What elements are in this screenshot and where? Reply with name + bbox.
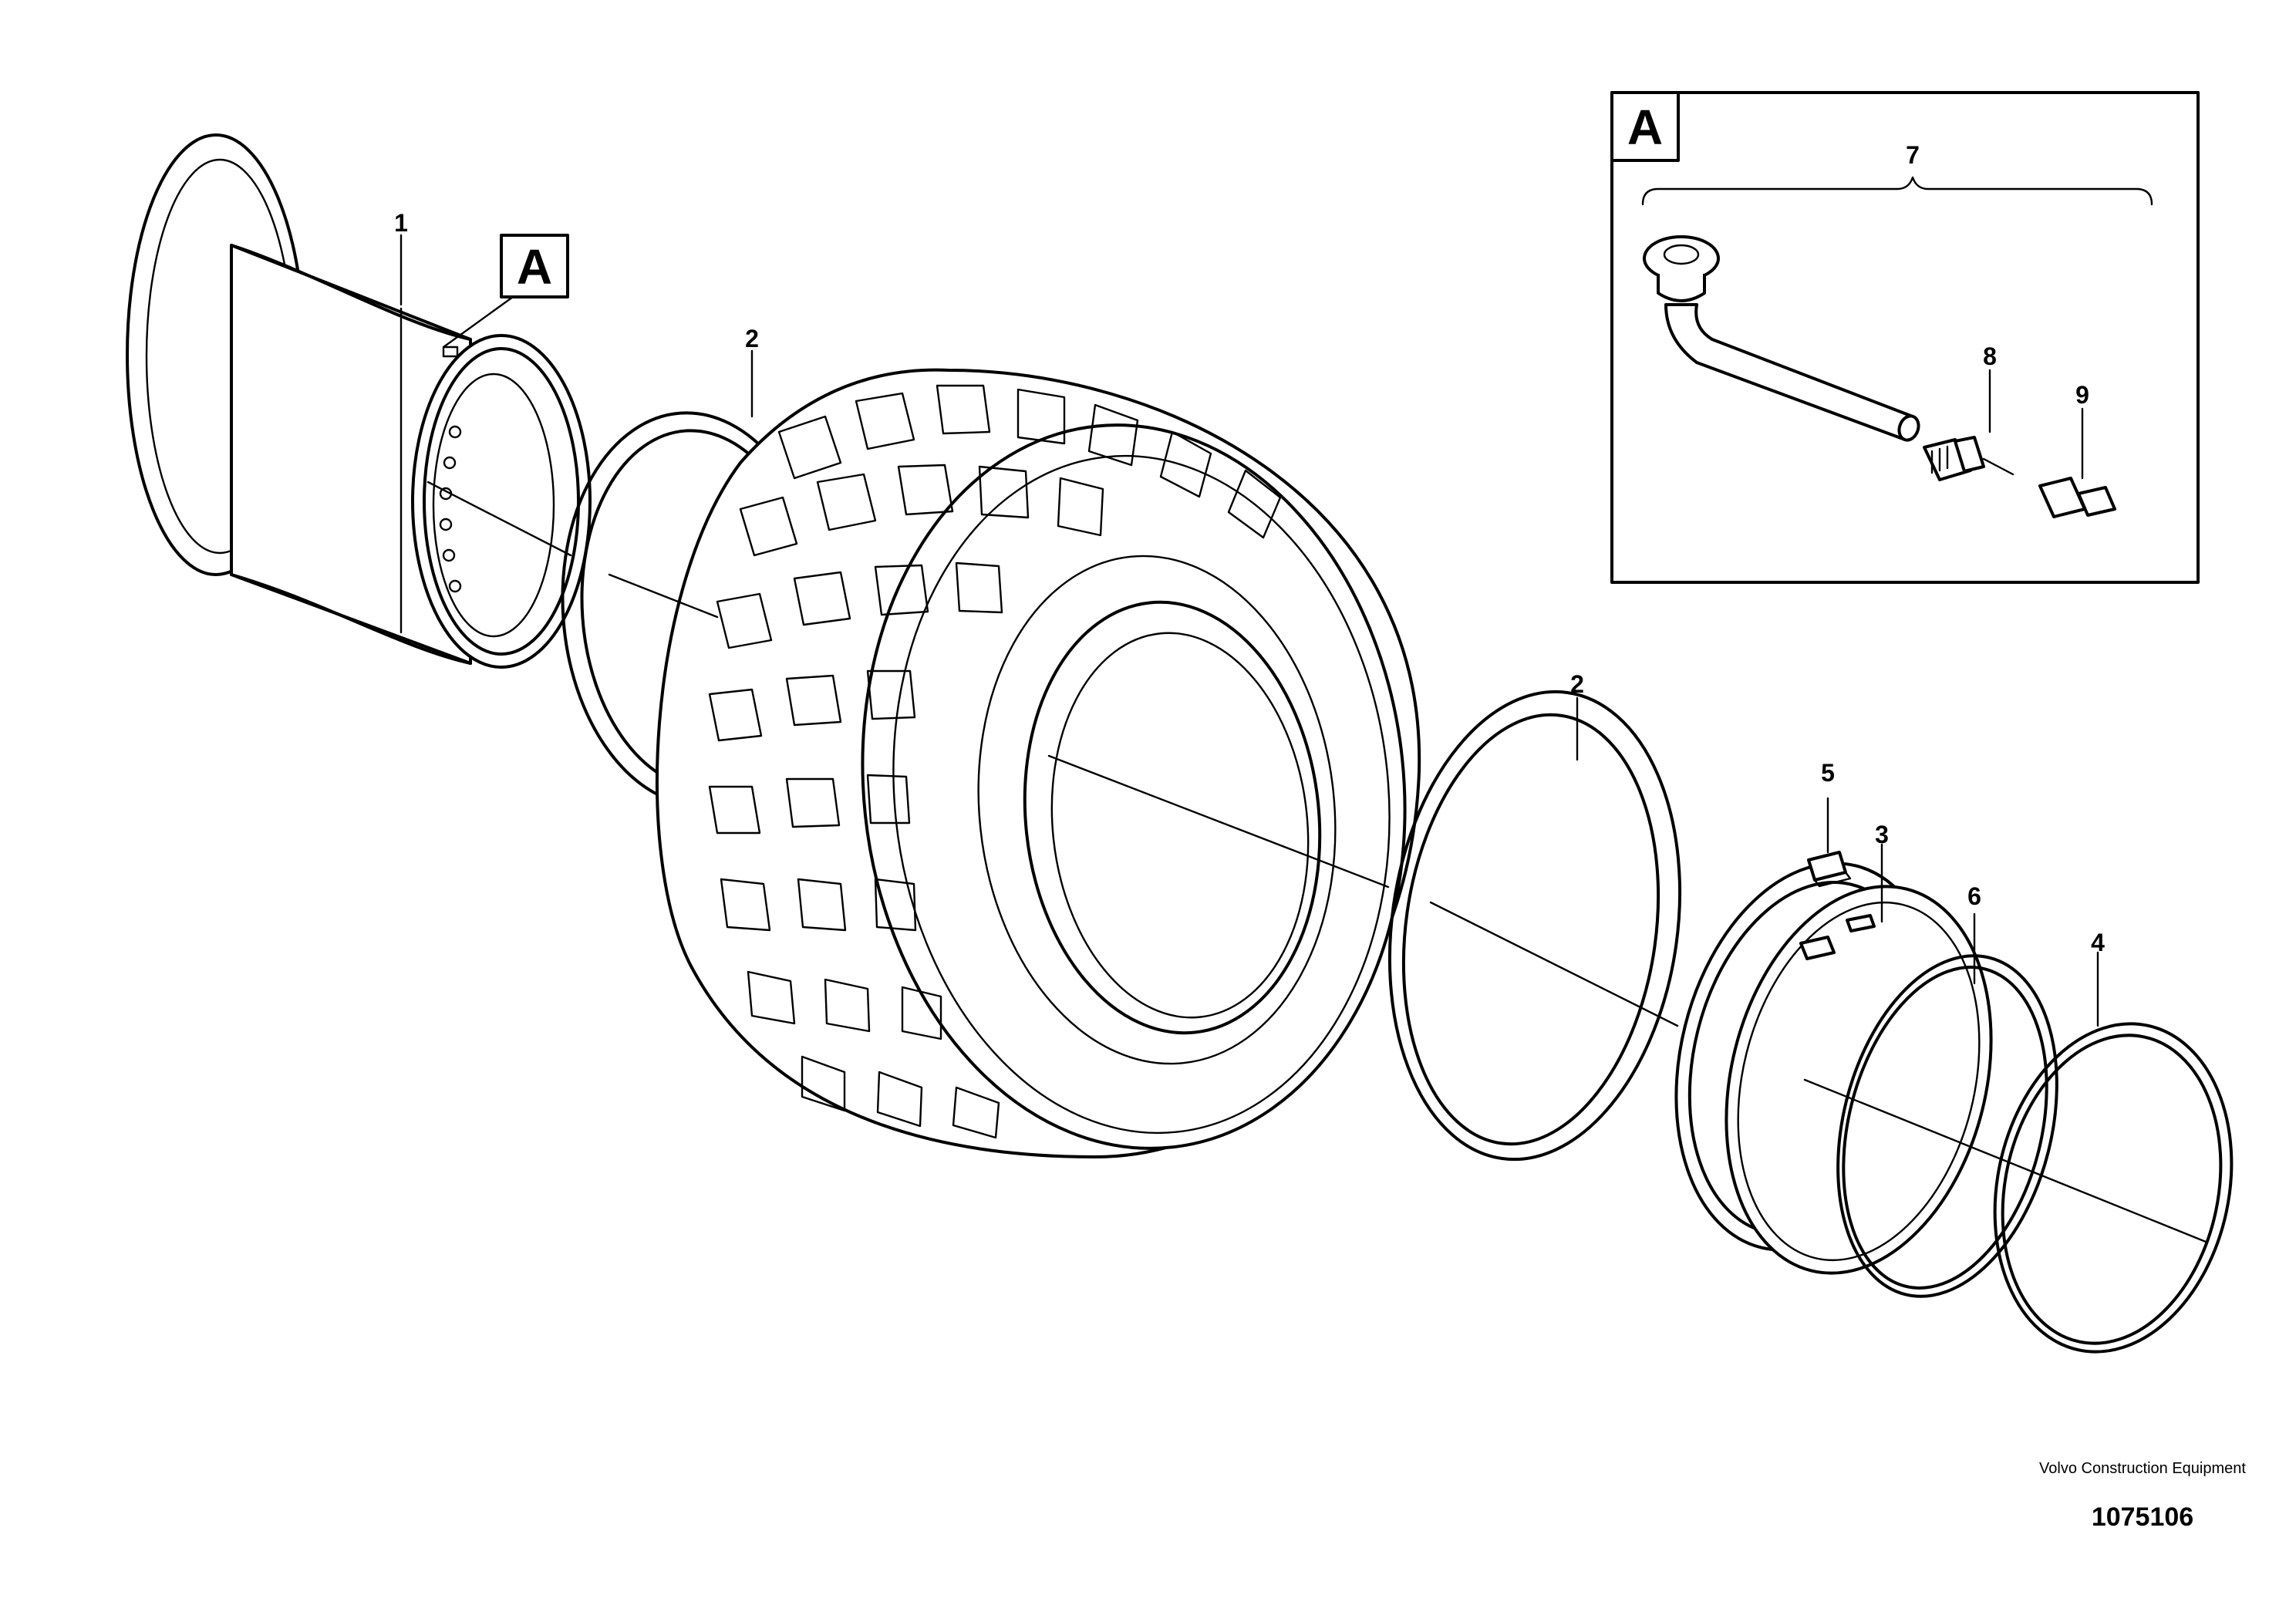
callout-2-left: 2: [745, 325, 759, 352]
tire-drawing: [656, 368, 1421, 1158]
detail-label-panel: A: [1627, 99, 1663, 155]
callout-1: 1: [394, 209, 408, 237]
callout-5: 5: [1821, 759, 1835, 787]
flange-drawing: [1836, 954, 2058, 1298]
side-ring-drawing: [1993, 1022, 2234, 1354]
key-drawing: [1807, 851, 1852, 888]
callout-7: 7: [1906, 141, 1920, 169]
footer-drawing-number: 1075106: [2091, 1502, 2194, 1532]
axis-lines: [426, 481, 2207, 1243]
detail-label-main: A: [517, 239, 552, 295]
callout-3: 3: [1875, 821, 1889, 848]
rim-drawing: [126, 133, 592, 669]
callout-8: 8: [1983, 342, 1997, 370]
leader-lines: [400, 234, 2099, 1027]
footer-company: Volvo Construction Equipment: [2039, 1460, 2246, 1477]
detail-reference-box: [500, 234, 569, 298]
detail-panel: [1610, 91, 2200, 584]
callout-2-right: 2: [1570, 670, 1584, 698]
o-ring-right-drawing: [1387, 690, 1682, 1162]
callout-9: 9: [2075, 381, 2089, 409]
callout-4: 4: [2091, 929, 2105, 956]
callout-6: 6: [1967, 882, 1981, 910]
